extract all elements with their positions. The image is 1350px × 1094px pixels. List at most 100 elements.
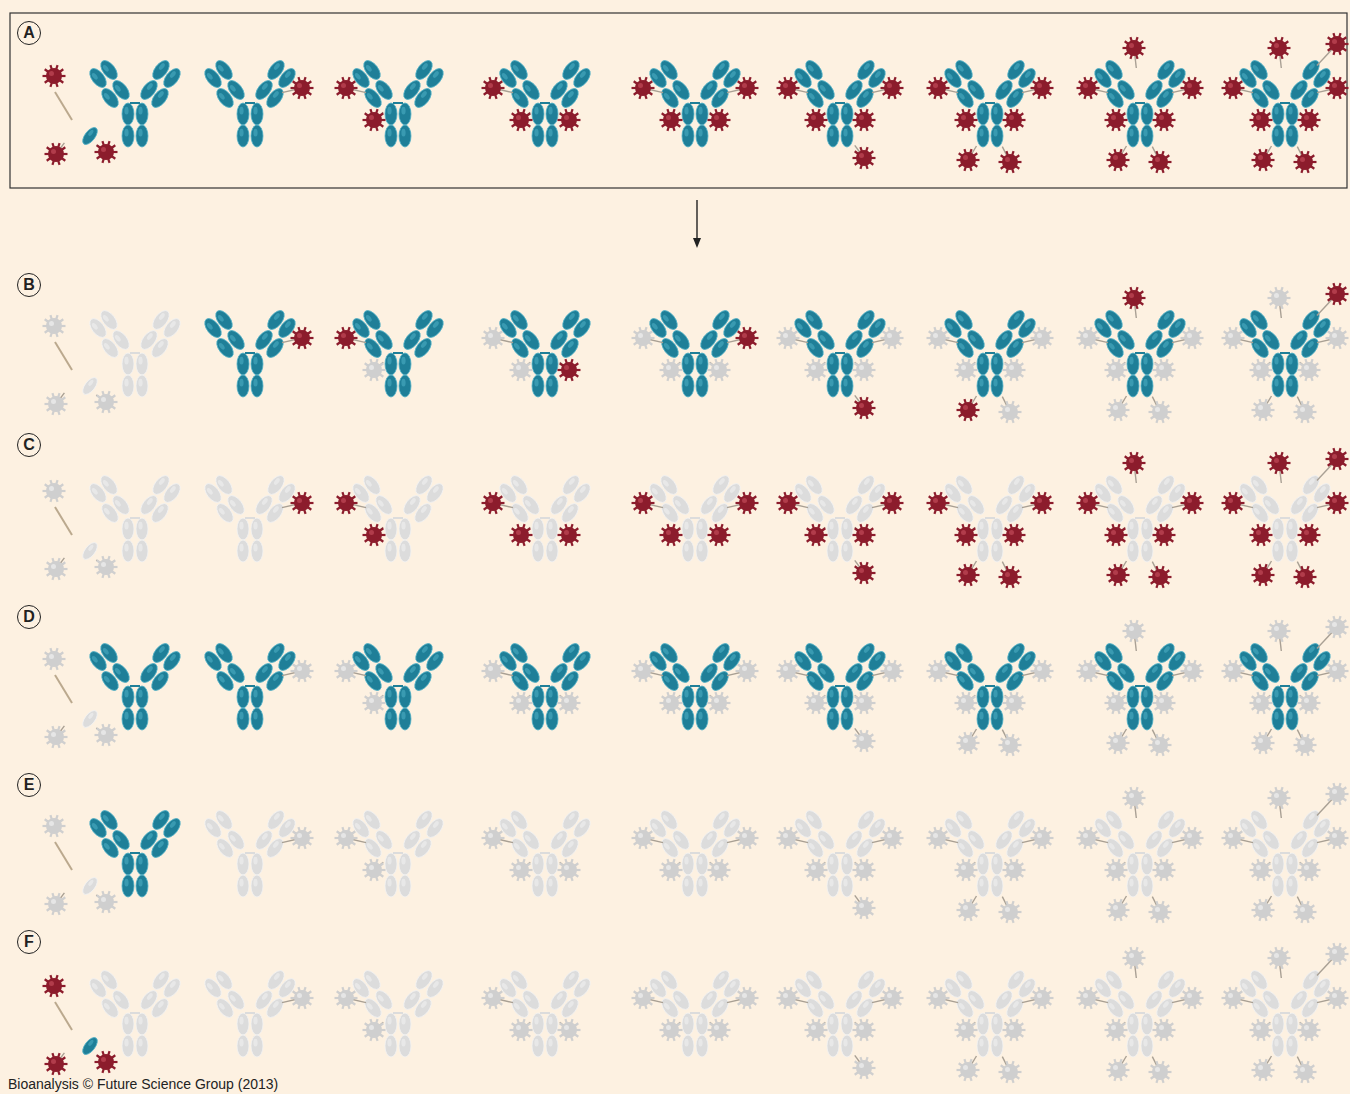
drug-highlight xyxy=(488,498,493,503)
domain xyxy=(991,125,1003,147)
drug-core xyxy=(1253,112,1269,128)
drug-payload xyxy=(1105,359,1128,381)
domain xyxy=(80,540,100,562)
domain xyxy=(696,540,708,562)
drug-payload xyxy=(1317,283,1349,315)
domain-highlight xyxy=(1129,544,1133,552)
domain xyxy=(827,353,839,375)
drug-highlight xyxy=(101,397,106,402)
domain-highlight xyxy=(401,379,405,387)
domain-highlight xyxy=(534,107,538,115)
domain-highlight xyxy=(829,544,833,552)
drug-highlight xyxy=(1005,407,1010,412)
drug-payload xyxy=(95,391,118,413)
drug-highlight xyxy=(1256,115,1261,120)
domain xyxy=(399,375,411,397)
drug-core xyxy=(1110,152,1126,168)
drug-highlight xyxy=(887,333,892,338)
domain xyxy=(991,103,1003,125)
domain xyxy=(251,125,263,147)
drug-highlight xyxy=(859,115,864,120)
domain-highlight xyxy=(239,544,243,552)
domain xyxy=(532,375,544,397)
domain-highlight xyxy=(843,379,847,387)
domain-highlight xyxy=(124,379,128,387)
arrow-head xyxy=(693,238,701,248)
drug-core xyxy=(1034,80,1050,96)
drug-highlight xyxy=(714,115,719,120)
domain-highlight xyxy=(829,522,833,530)
drug-payload xyxy=(1153,524,1176,546)
drug-highlight xyxy=(859,403,864,408)
domain-highlight xyxy=(829,107,833,115)
drug-payload xyxy=(363,109,386,131)
drug-core xyxy=(561,527,577,543)
drug-highlight xyxy=(714,530,719,535)
drug-highlight xyxy=(933,83,938,88)
domain-highlight xyxy=(698,379,702,387)
antibody xyxy=(496,58,593,147)
domain xyxy=(122,375,134,397)
domain xyxy=(977,540,989,562)
domain-highlight xyxy=(979,379,983,387)
drug-core xyxy=(856,112,872,128)
domain-highlight xyxy=(993,522,997,530)
antibody xyxy=(941,58,1038,147)
drug-payload xyxy=(957,561,980,586)
domain-highlight xyxy=(124,129,128,137)
domain-highlight xyxy=(401,522,405,530)
drug-core xyxy=(513,362,529,378)
domain-highlight xyxy=(843,522,847,530)
domain xyxy=(991,375,1003,397)
domain xyxy=(1141,375,1153,397)
drug-payload xyxy=(805,359,828,381)
drug-core xyxy=(884,330,900,346)
domain-highlight xyxy=(979,107,983,115)
antibody xyxy=(86,308,183,397)
drug-highlight xyxy=(933,498,938,503)
drug-payload xyxy=(1317,33,1349,65)
drug-payload xyxy=(708,359,731,381)
drug-core xyxy=(1002,569,1018,585)
drug-highlight xyxy=(1009,365,1014,370)
drug-core xyxy=(48,561,64,577)
drug-highlight xyxy=(811,365,816,370)
drug-highlight xyxy=(51,399,56,404)
drug-highlight xyxy=(1332,289,1337,294)
domain-highlight xyxy=(829,379,833,387)
antibody xyxy=(646,473,743,562)
drug-highlight xyxy=(101,562,106,567)
antibody xyxy=(1236,58,1333,147)
domain xyxy=(827,518,839,540)
domain xyxy=(237,540,249,562)
drug-payload xyxy=(999,397,1022,423)
drug-payload xyxy=(1149,147,1172,173)
drug-payload xyxy=(999,562,1022,588)
drug-highlight xyxy=(887,83,892,88)
domain-highlight xyxy=(534,544,538,552)
drug-core xyxy=(1184,495,1200,511)
domain-highlight xyxy=(387,522,391,530)
domain xyxy=(841,103,853,125)
domain-highlight xyxy=(124,522,128,530)
domain-highlight xyxy=(1288,522,1292,530)
domain-highlight xyxy=(993,379,997,387)
drug-payload xyxy=(1149,397,1172,423)
domain xyxy=(1286,375,1298,397)
antibody xyxy=(349,308,446,397)
drug-core xyxy=(513,527,529,543)
domain xyxy=(532,518,544,540)
domain-highlight xyxy=(534,522,538,530)
drug-payload xyxy=(1268,287,1291,318)
drug-core xyxy=(856,565,872,581)
drug-payload xyxy=(805,109,828,131)
drug-core xyxy=(856,400,872,416)
drug-highlight xyxy=(638,333,643,338)
antibody xyxy=(1236,473,1333,562)
drug-highlight xyxy=(1009,115,1014,120)
drug-core xyxy=(1301,362,1317,378)
domain xyxy=(977,125,989,147)
drug-core xyxy=(1329,286,1345,302)
drug-core xyxy=(48,146,64,162)
drug-core xyxy=(485,495,501,511)
